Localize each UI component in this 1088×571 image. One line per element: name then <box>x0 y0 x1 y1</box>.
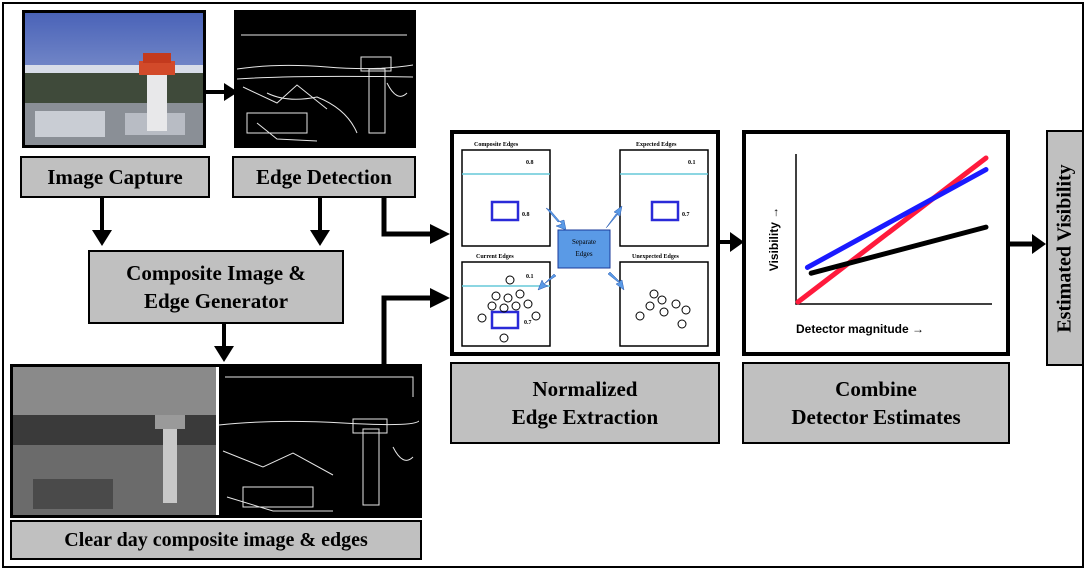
estimated-visibility-text: Estimated Visibility <box>1053 163 1076 333</box>
combine-line1: Combine <box>835 377 917 401</box>
separate-line2: Edges <box>575 250 593 258</box>
normalized-line1: Normalized <box>532 377 638 401</box>
composite-generator-label: Composite Image & Edge Generator <box>88 250 344 324</box>
composite-edges-title: Composite Edges <box>474 142 519 148</box>
expected-bottom-value: 0.7 <box>682 212 690 218</box>
clear-day-composite-photo <box>10 364 422 518</box>
current-edges-title: Current Edges <box>476 254 514 260</box>
edge-detection-text: Edge Detection <box>256 164 392 189</box>
separate-line1: Separate <box>571 238 597 246</box>
expected-edges-title: Expected Edges <box>636 142 677 148</box>
arrow-edge-down <box>310 198 330 246</box>
arrow-edge-to-panel <box>381 198 450 244</box>
current-top-value: 0.1 <box>526 274 534 280</box>
series-line-0 <box>795 155 989 305</box>
arrow-chart-to-output <box>1010 234 1046 254</box>
image-capture-photo <box>22 10 206 148</box>
edge-extraction-graphics <box>461 149 709 347</box>
series-line-1 <box>804 167 989 270</box>
arrow-composite-down <box>214 324 234 362</box>
detector-chart <box>795 154 992 305</box>
estimated-visibility-label: Estimated Visibility <box>1046 130 1084 366</box>
arrow-clearday-to-panel <box>381 288 450 364</box>
current-bottom-value: 0.7 <box>524 320 532 326</box>
composite-bottom-value: 0.8 <box>522 212 530 218</box>
clear-day-label: Clear day composite image & edges <box>10 520 422 560</box>
combine-estimates-label: Combine Detector Estimates <box>742 362 1010 444</box>
edge-detection-photo <box>234 10 416 148</box>
edge-extraction-panel: Composite Edges Expected Edges Current E… <box>450 130 720 356</box>
chart-ylabel: Visibility → <box>767 206 782 272</box>
image-capture-label: Image Capture <box>20 156 210 198</box>
chart-axes <box>795 154 992 305</box>
arrow-panel-to-chart <box>720 232 744 252</box>
image-capture-text: Image Capture <box>47 164 183 189</box>
unexpected-edges-title: Unexpected Edges <box>632 254 679 260</box>
separate-edges-label: Separate Edges <box>558 232 610 260</box>
expected-top-value: 0.1 <box>688 160 696 166</box>
detector-chart-panel: Detector magnitude → Visibility → <box>742 130 1010 356</box>
chart-xlabel: Detector magnitude → <box>796 322 925 336</box>
composite-line2: Edge Generator <box>143 289 289 313</box>
composite-line1: Composite Image & <box>126 261 306 285</box>
combine-line2: Detector Estimates <box>791 405 961 429</box>
clear-day-text: Clear day composite image & edges <box>64 528 368 551</box>
normalized-line2: Edge Extraction <box>511 405 659 429</box>
arrow-capture-to-edge <box>204 83 238 101</box>
edge-detection-label: Edge Detection <box>232 156 416 198</box>
normalized-extraction-label: Normalized Edge Extraction <box>450 362 720 444</box>
arrow-capture-down <box>92 198 112 246</box>
series-line-2 <box>808 224 989 276</box>
composite-top-value: 0.8 <box>526 160 534 166</box>
